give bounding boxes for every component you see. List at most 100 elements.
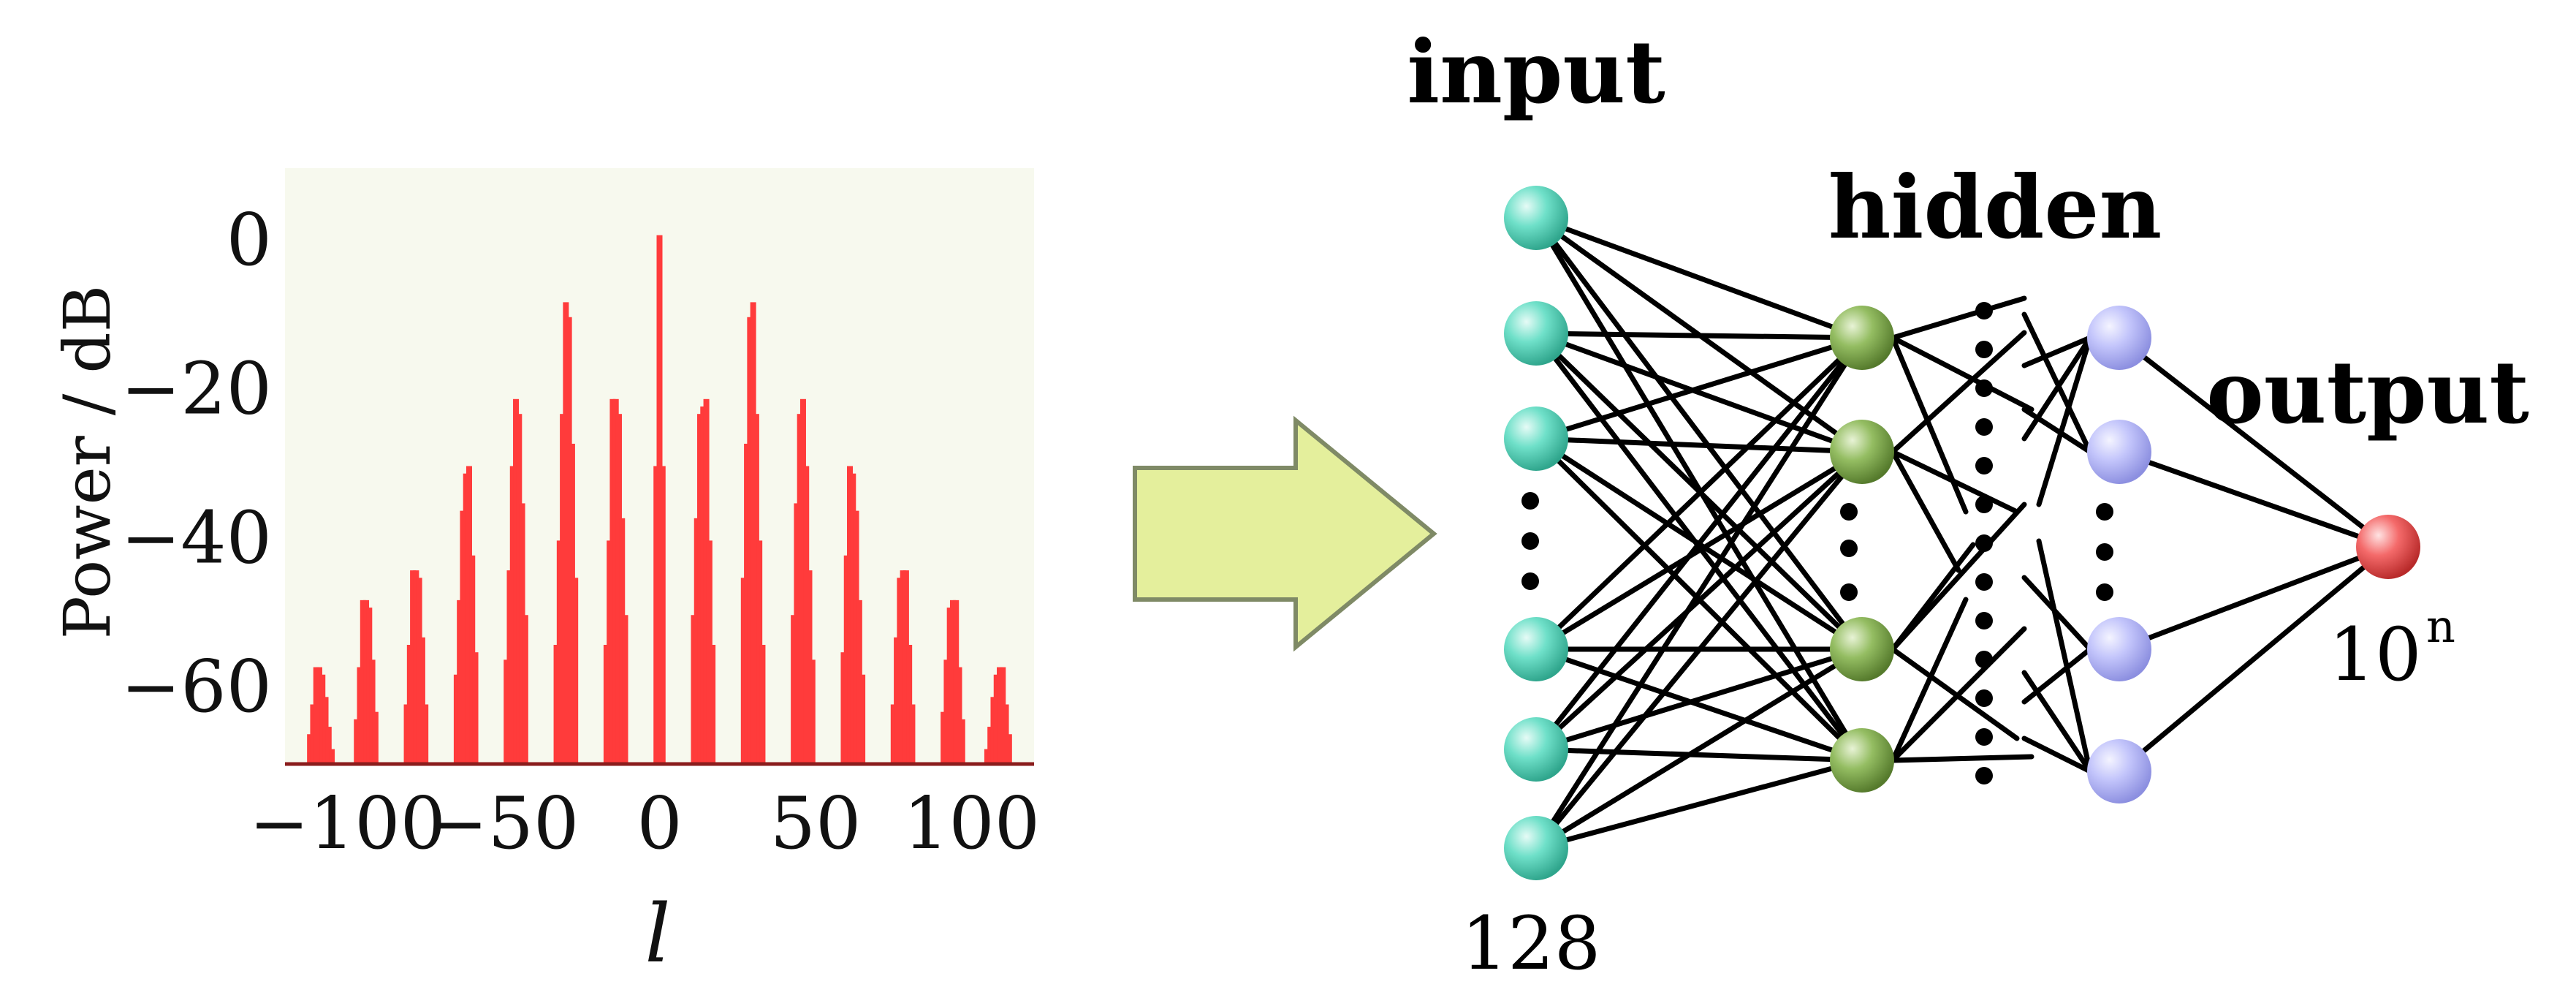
ellipsis-dot xyxy=(1975,341,1993,358)
spectrum-bar xyxy=(416,578,422,764)
input-hidden-edge xyxy=(1533,335,1865,851)
y-axis-label: Power / dB xyxy=(50,285,125,640)
spectrum-bar xyxy=(357,667,363,764)
input-hidden-edge xyxy=(1533,335,1865,752)
hidden-partial-edge xyxy=(1890,597,1969,763)
spectrum-bar xyxy=(372,711,379,764)
x-tick-label: 0 xyxy=(637,782,682,866)
network-nodes xyxy=(1504,186,2420,880)
spectrum-bar xyxy=(325,727,332,764)
input-hidden-edge xyxy=(1533,335,1865,442)
ellipsis-dot xyxy=(1840,503,1858,521)
spectrum-bar xyxy=(560,414,566,764)
y-tick-labels: 0−20−40−60 xyxy=(121,199,272,729)
spectrum-bar xyxy=(953,600,960,764)
hidden-partial-edge xyxy=(1890,542,1976,652)
input-hidden-edge xyxy=(1533,757,1865,851)
spectrum-bar xyxy=(909,704,916,764)
spectrum-bar xyxy=(941,711,947,764)
spectrum-bar xyxy=(803,466,810,764)
input-node xyxy=(1504,301,1568,366)
spectrum-bar xyxy=(897,578,903,764)
ellipsis-dot xyxy=(2096,543,2113,561)
neural-network-diagram: input hidden output 128 10 n xyxy=(1407,21,2529,986)
x-tick-label: 100 xyxy=(903,782,1040,866)
spectrum-bar xyxy=(946,608,953,764)
ellipsis-dot xyxy=(1521,492,1539,510)
hidden-partial-edge xyxy=(2021,735,2093,774)
spectrum-bar xyxy=(519,503,525,764)
spectrum-bar xyxy=(987,727,994,764)
ellipsis-dot xyxy=(1975,496,1993,513)
ellipsis-dot xyxy=(1975,534,1993,552)
spectrum-bar xyxy=(1006,734,1012,764)
input-hidden-edge xyxy=(1533,330,1865,455)
ellipsis-dot xyxy=(1975,651,1993,668)
x-axis-label: l xyxy=(645,887,670,980)
spectrum-bar xyxy=(366,608,373,764)
hidden-layer-label: hidden xyxy=(1828,156,2162,258)
hidden-node-layer1 xyxy=(1830,306,1894,370)
spectrum-bar xyxy=(747,317,753,764)
spectrum-bar xyxy=(319,674,326,764)
spectrum-bar xyxy=(460,510,466,764)
input-count-label: 128 xyxy=(1462,901,1601,986)
spectrum-bar xyxy=(406,645,413,764)
y-tick-label: 0 xyxy=(227,199,272,282)
spectrum-bar xyxy=(1000,667,1006,764)
ellipsis-dot xyxy=(1975,689,1993,707)
input-hidden-edge xyxy=(1533,449,1865,652)
ellipsis-dot xyxy=(2096,583,2113,601)
hidden-node-layer2 xyxy=(2087,420,2151,484)
spectrum-bar xyxy=(799,398,806,764)
hidden-output-edge xyxy=(2116,544,2391,774)
hidden-partial-edge xyxy=(1890,449,2020,515)
spectrum-bar xyxy=(740,578,747,764)
input-hidden-edge xyxy=(1533,436,1865,455)
hidden-node-layer2 xyxy=(2087,739,2151,803)
spectrum-bar xyxy=(993,674,1000,764)
spectrum-bar xyxy=(856,600,862,764)
input-node xyxy=(1504,186,1568,250)
spectrum-bar xyxy=(809,659,816,764)
spectrum-bar xyxy=(943,659,950,764)
spectrum-bar xyxy=(691,615,697,764)
spectrum-bar xyxy=(313,667,319,764)
ellipsis-dot xyxy=(1975,573,1993,591)
y-tick-label: −40 xyxy=(121,496,272,580)
spectrum-bar xyxy=(653,466,660,764)
spectrum-bar xyxy=(750,302,756,764)
ellipsis-dot xyxy=(1975,728,1993,746)
spectrum-bar xyxy=(329,749,335,764)
network-edges xyxy=(1533,215,2391,851)
spectrum-bar xyxy=(603,645,609,764)
spectrum-bar xyxy=(607,540,613,764)
ellipsis-dot xyxy=(1521,532,1539,550)
spectrum-bar xyxy=(1003,704,1009,764)
spectrum-bar xyxy=(700,406,707,764)
hidden-partial-edge xyxy=(1890,335,1969,515)
x-tick-label: −100 xyxy=(249,782,446,866)
spectrum-bar xyxy=(506,570,513,764)
ellipsis-dot xyxy=(2096,503,2113,521)
output-layer-label: output xyxy=(2206,341,2529,443)
input-node xyxy=(1504,816,1568,880)
input-node xyxy=(1504,617,1568,681)
hidden-partial-edge xyxy=(2021,311,2093,455)
spectrum-bar xyxy=(959,719,965,764)
spectrum-bar xyxy=(563,302,569,764)
spectrum-bar xyxy=(753,414,759,764)
spectrum-bar xyxy=(513,398,520,764)
input-hidden-edge xyxy=(1533,335,1865,652)
hidden-partial-edge xyxy=(1890,330,2027,455)
spectrum-bar xyxy=(572,578,579,764)
spectrum-bar xyxy=(659,466,666,764)
spectrum-bar xyxy=(759,645,766,764)
spectrum-bar xyxy=(847,466,854,764)
spectrum-bar xyxy=(522,615,528,764)
hidden-partial-edge xyxy=(2021,335,2093,368)
spectrum-bars xyxy=(307,235,1012,764)
hidden-partial-edge xyxy=(2021,406,2093,455)
spectrum-bar xyxy=(553,645,560,764)
